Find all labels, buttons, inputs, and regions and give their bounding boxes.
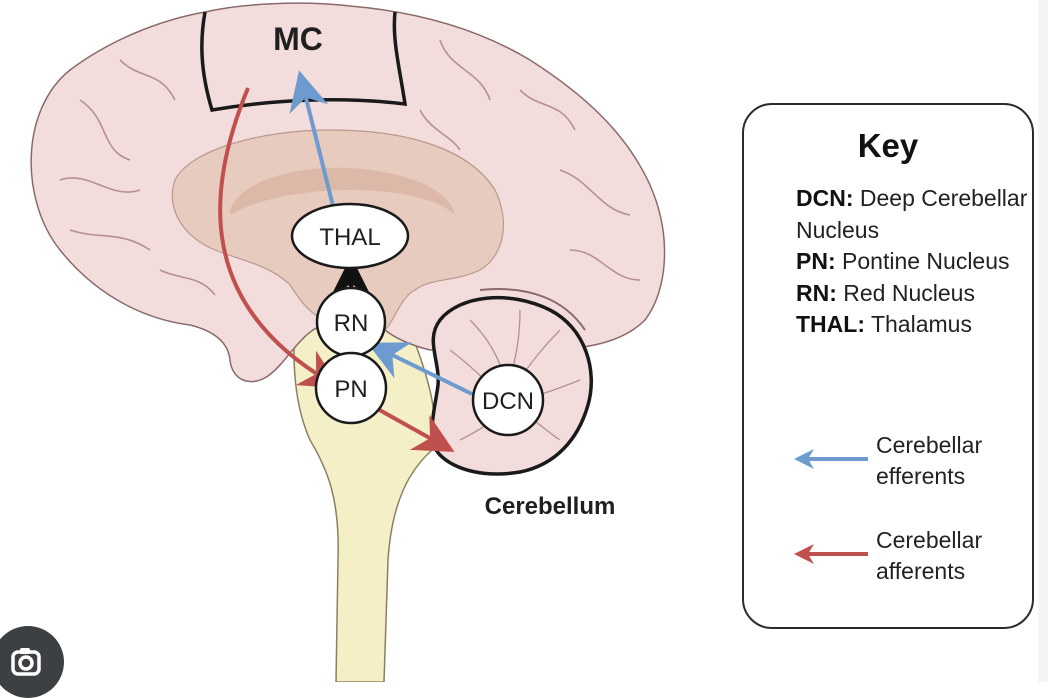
right-edge-strip bbox=[1038, 0, 1048, 682]
dcn-node bbox=[471, 363, 545, 437]
fornix bbox=[230, 167, 455, 215]
key-def-pn: PN: Pontine Nucleus bbox=[796, 248, 1010, 274]
dcn-label: DCN bbox=[482, 388, 534, 415]
google-lens-icon bbox=[11, 648, 41, 676]
pn-node bbox=[314, 351, 388, 425]
key-def-rn: RN: Red Nucleus bbox=[796, 279, 975, 306]
legend-efferents: Cerebellar efferents bbox=[744, 430, 1032, 500]
thal-label: THAL bbox=[319, 224, 380, 251]
key-definitions: DCN: Deep Cerebellar Nucleus PN: Pontine… bbox=[796, 183, 1032, 341]
legend-afferents: Cerebellar afferents bbox=[744, 525, 1032, 595]
key-panel: Key DCN: Deep Cerebellar Nucleus PN: Pon… bbox=[742, 103, 1034, 629]
efferent-thal-to-mc bbox=[289, 70, 336, 211]
pn-label: PN bbox=[334, 376, 367, 403]
key-title: Key bbox=[857, 127, 919, 164]
key-def-thal: THAL: Thalamus bbox=[796, 311, 972, 337]
efferent-dcn-to-rn bbox=[367, 342, 473, 396]
legend-afferents-label: Cerebellar afferents bbox=[876, 527, 983, 584]
rn-label: RN bbox=[334, 310, 369, 337]
key-def-dcn: DCN: Deep Cerebellar Nucleus bbox=[796, 185, 1028, 243]
brain-diagram: MC THAL RN PN DCN Cerebellum bbox=[30, 2, 666, 682]
legend-efferents-label: Cerebellar efferents bbox=[876, 432, 983, 489]
afferent-mc-to-pn bbox=[218, 87, 341, 389]
blue-arrow-icon bbox=[794, 449, 868, 469]
tentorium bbox=[479, 288, 586, 331]
cerebellum-label: Cerebellum bbox=[485, 493, 616, 520]
mc-label: MC bbox=[273, 21, 323, 57]
thal-node bbox=[290, 202, 410, 270]
lens-search-button[interactable] bbox=[0, 626, 64, 698]
red-arrow-icon bbox=[794, 544, 868, 564]
